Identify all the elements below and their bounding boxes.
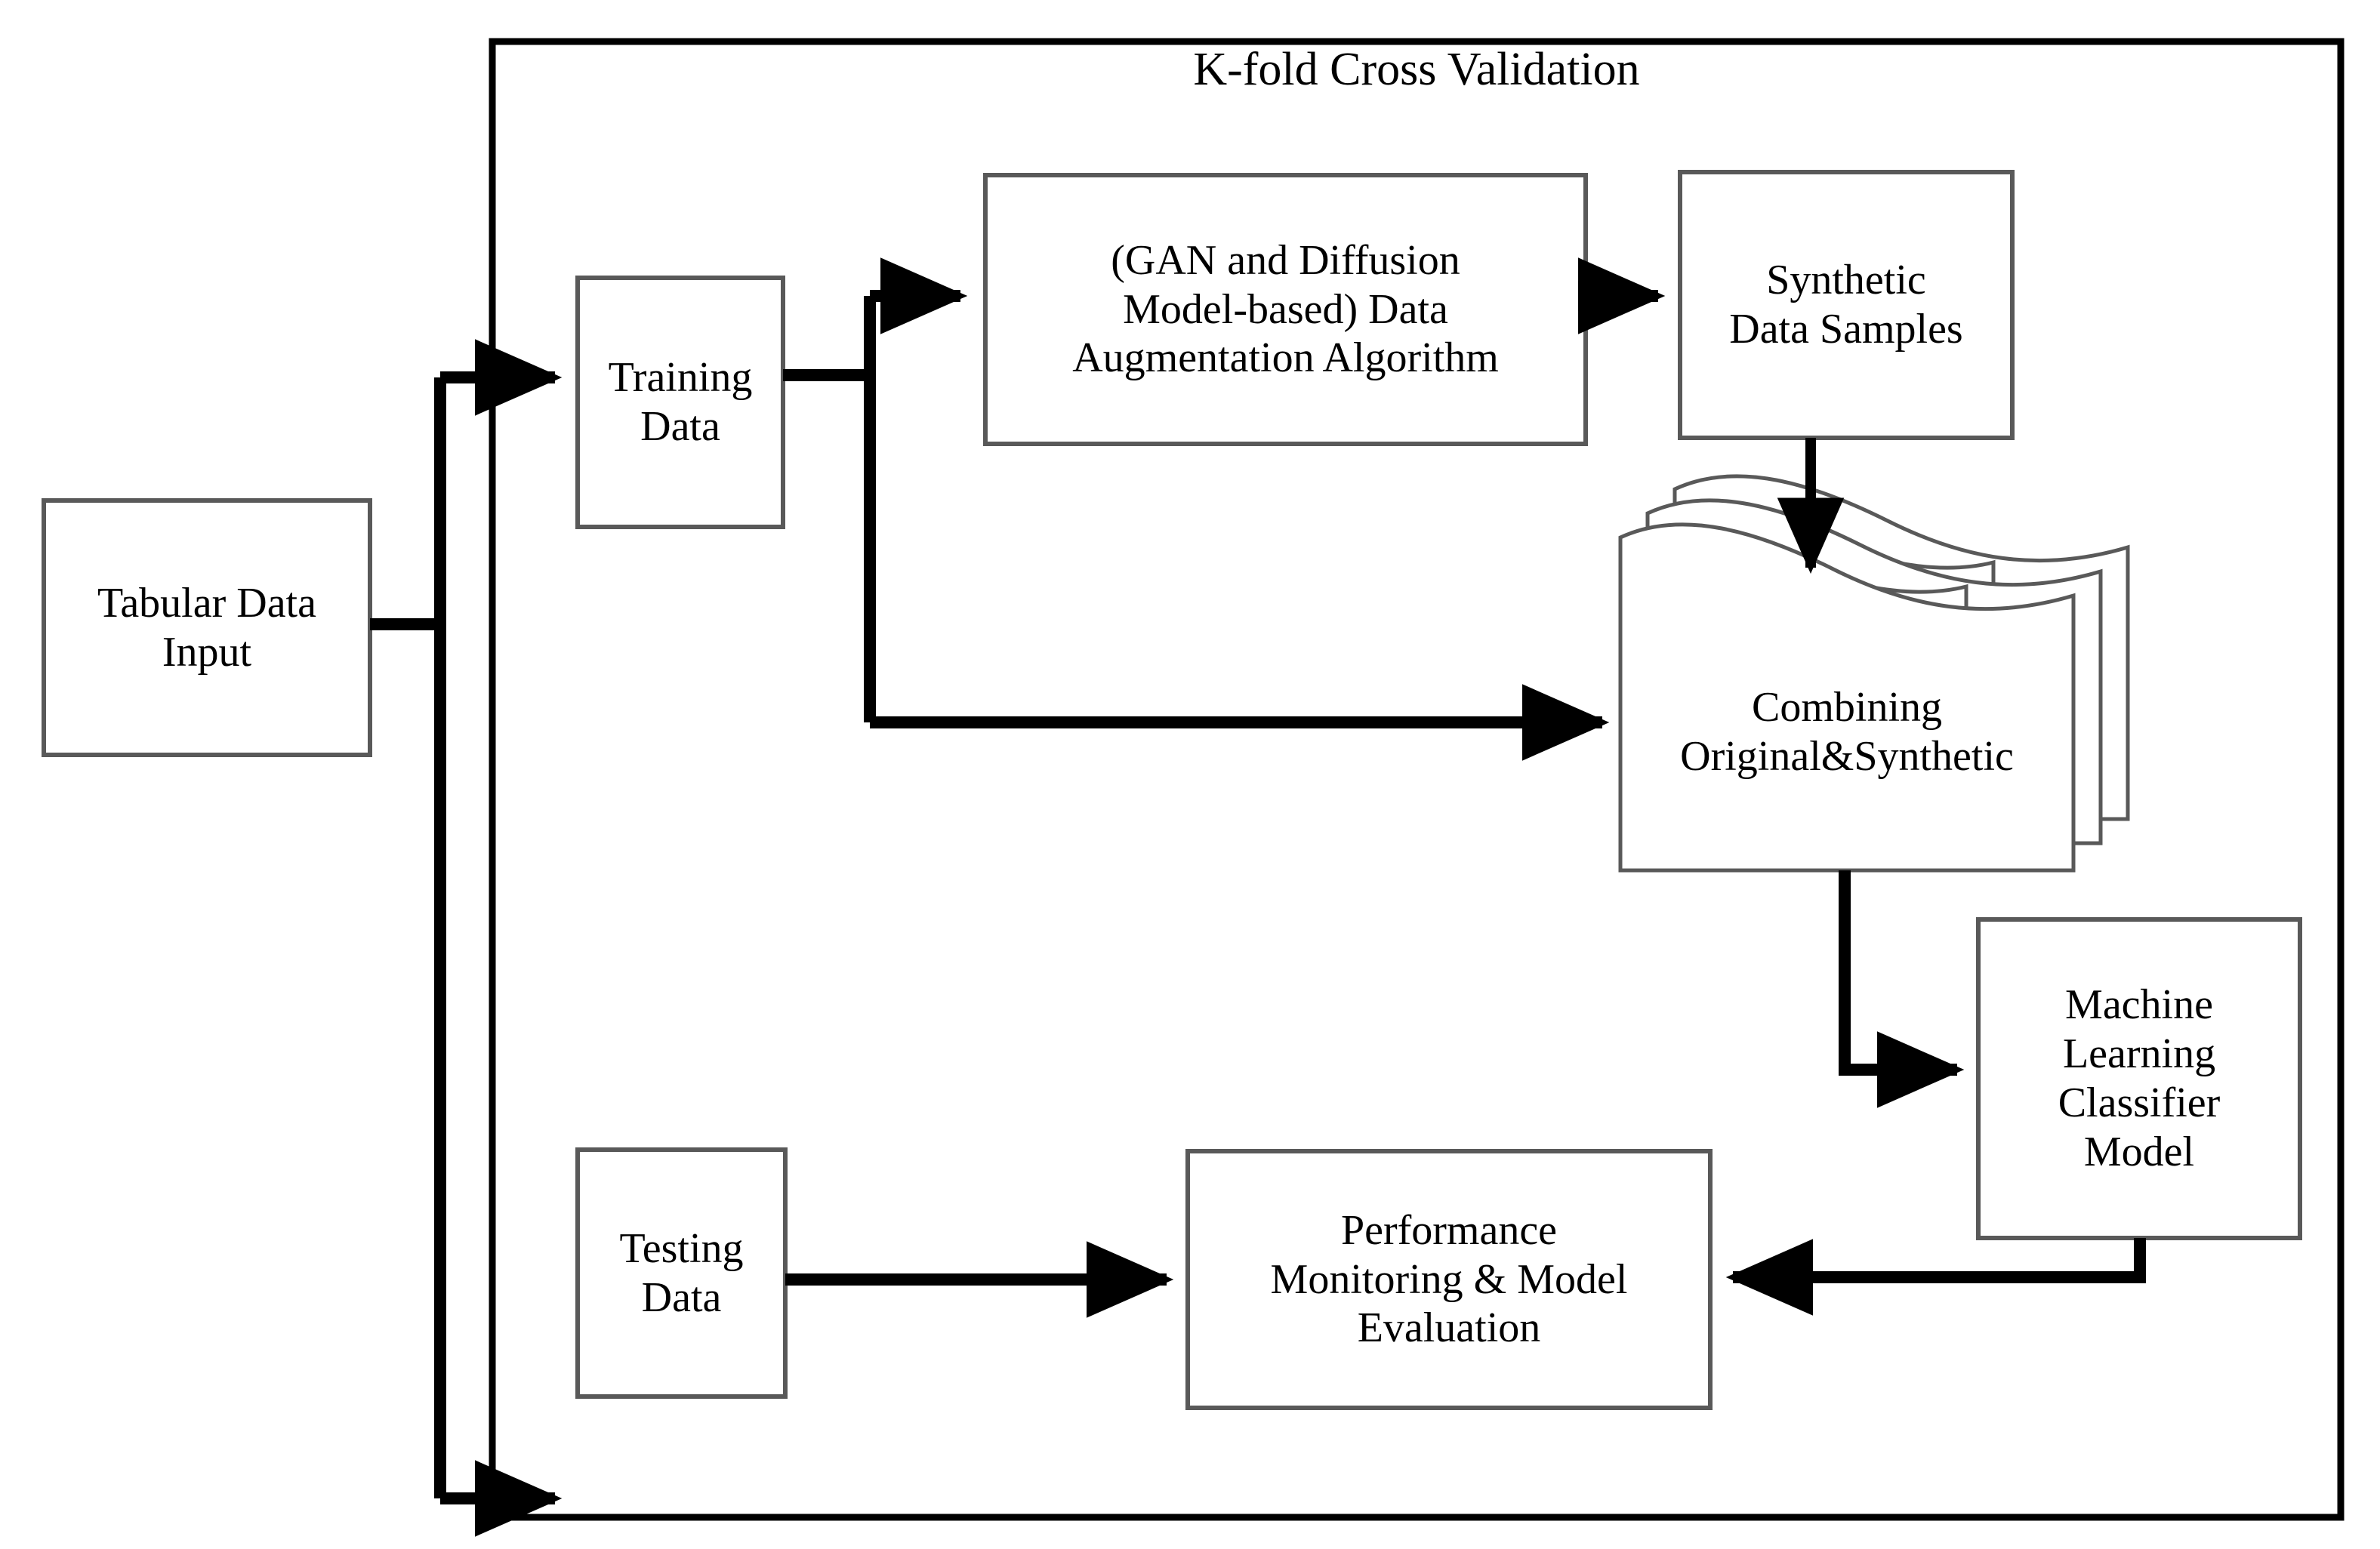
k-fold-cross-validation-container — [489, 38, 2345, 1521]
edge-combining-to-classifier — [1839, 870, 1965, 1108]
training-data-box[interactable] — [575, 276, 785, 529]
data-augmentation-algorithm-box[interactable] — [983, 173, 1588, 446]
synthetic-data-samples-box[interactable] — [1678, 170, 2015, 440]
combining-document-layer-front[interactable] — [1618, 522, 2076, 873]
machine-learning-classifier-model-box[interactable] — [1976, 917, 2302, 1240]
diagram-title: K-fold Cross Validation — [1193, 44, 1640, 95]
testing-data-box[interactable] — [575, 1147, 788, 1399]
tabular-data-input-box[interactable] — [42, 498, 372, 757]
performance-monitoring-model-evaluation-box[interactable] — [1185, 1149, 1713, 1410]
edge-classifier-to-evaluation — [1725, 1238, 2146, 1316]
